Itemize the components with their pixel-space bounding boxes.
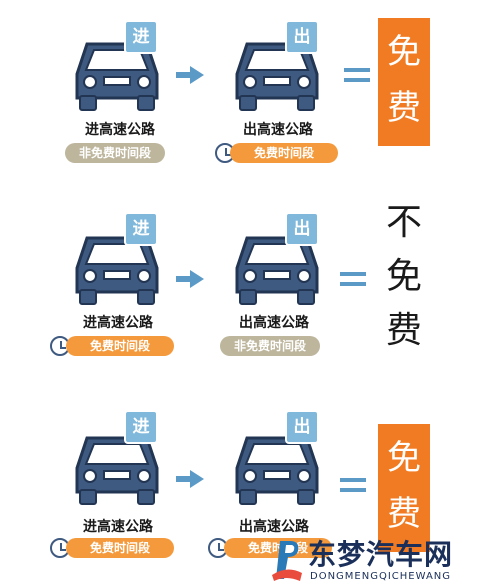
exit-label: 出高速公路 [239,315,309,331]
result-char: 免 [387,438,421,478]
exit-label: 出高速公路 [243,122,313,138]
watermark-subtitle: DONGMENGQICHEWANG [310,571,452,582]
arrow-right-icon [176,66,204,84]
entry-period-badge: 免费时间段 [66,538,174,558]
clock-icon [50,336,70,356]
entry-car-icon [72,230,162,310]
equals-icon [340,270,366,288]
entry-tag: 进 [124,20,158,54]
watermark-title: 东梦汽车网 [308,538,454,571]
scenario-row-1: 进 进高速公路 非免费时间段 出 出高速公路 免费时间段 免 费 [0,0,480,190]
watermark: 东梦汽车网 DONGMENGQICHEWANG [270,533,480,588]
result-char: 免 [387,32,421,72]
result-char: 费 [385,310,422,351]
result-free-box: 免 费 [378,424,430,552]
exit-tag: 出 [285,212,319,246]
result-char: 费 [387,494,421,534]
entry-car-icon [72,430,162,510]
entry-tag: 进 [124,212,158,246]
exit-period-badge: 免费时间段 [230,143,338,163]
exit-label: 出高速公路 [239,519,309,535]
watermark-logo-icon [272,541,302,581]
entry-label: 进高速公路 [83,315,153,331]
exit-tag: 出 [285,410,319,444]
result-char: 费 [387,88,421,128]
entry-label: 进高速公路 [85,122,155,138]
arrow-right-icon [176,270,204,288]
entry-period-badge: 非免费时间段 [65,143,165,163]
equals-icon [344,66,370,84]
arrow-right-icon [176,470,204,488]
equals-icon [340,476,366,494]
entry-car-icon [72,36,162,116]
result-free-box: 免 费 [378,18,430,146]
exit-car-icon [232,36,322,116]
exit-car-icon [232,430,322,510]
scenario-row-2: 进 进高速公路 免费时间段 出 出高速公路 非免费时间段 不 免 费 [0,196,480,386]
exit-tag: 出 [285,20,319,54]
scenario-row-3: 进 进高速公路 免费时间段 出 出高速公路 免费时间段 免 费 [0,396,480,586]
entry-label: 进高速公路 [83,519,153,535]
result-char: 不 [385,202,422,243]
entry-period-badge: 免费时间段 [66,336,174,356]
result-not-free-text: 不 免 费 [378,196,430,358]
exit-period-badge: 非免费时间段 [220,336,320,356]
result-char: 免 [385,256,422,297]
entry-tag: 进 [124,410,158,444]
